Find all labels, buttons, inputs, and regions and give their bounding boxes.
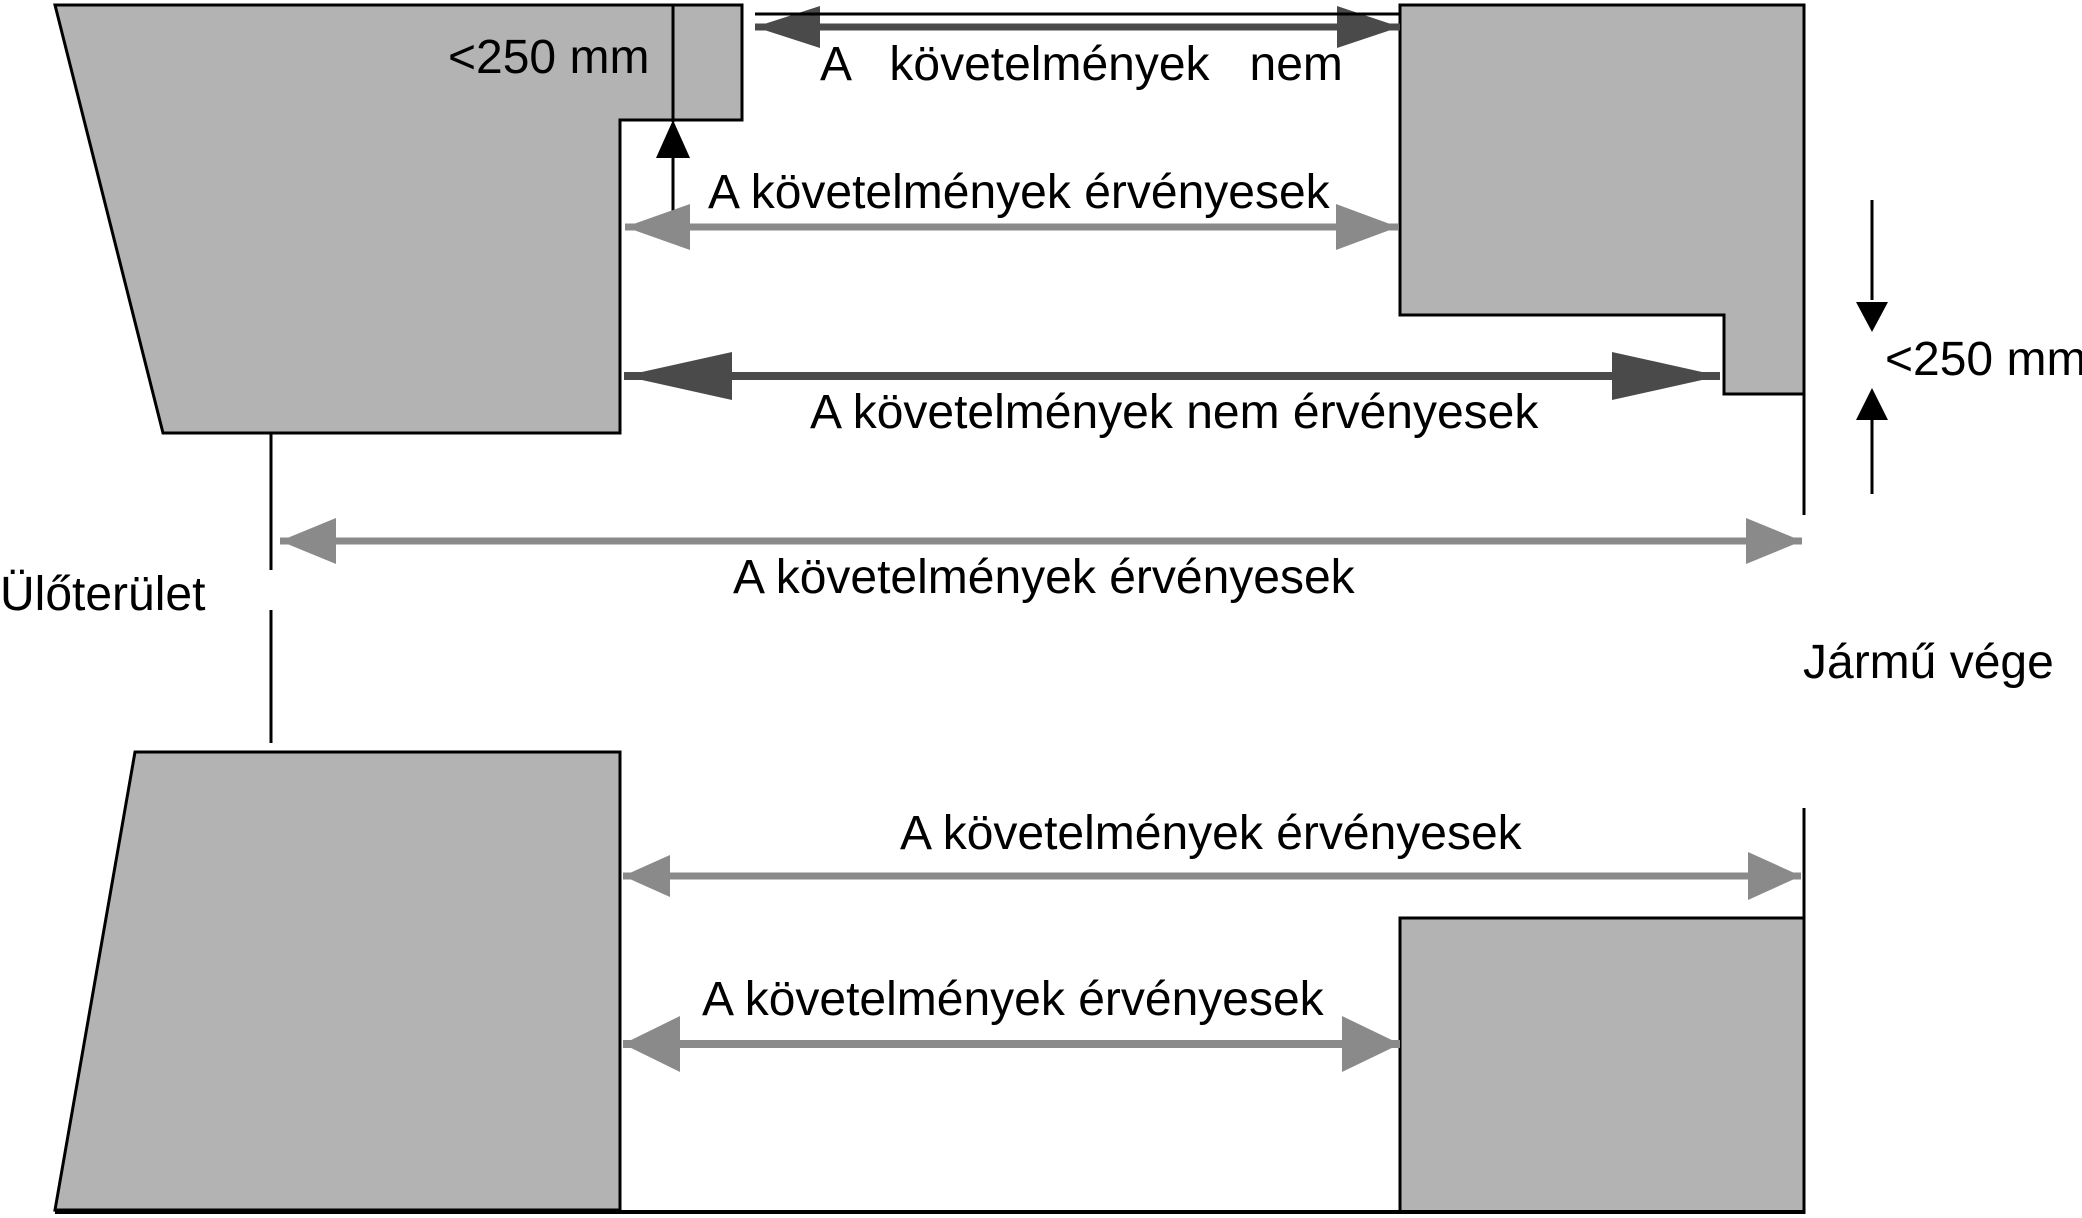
lower-vehicle-end-block (1398, 916, 1806, 1214)
upper-not-valid-arrowhead-left (624, 352, 732, 400)
upper-valid-arrowhead-left (625, 204, 690, 250)
vehicle-end-label: Jármű vége (1803, 636, 2054, 689)
lower-upper-valid-label: A követelmények érvényesek (900, 807, 1523, 860)
lower-upper-valid-arrowhead-right (1748, 852, 1801, 900)
upper-not-valid-arrowhead-right (1612, 352, 1720, 400)
right-dimension-arrowhead-down (1856, 302, 1888, 332)
lower-lower-valid-arrowhead-left (623, 1016, 680, 1072)
full-span-arrowhead-right (1746, 518, 1802, 564)
top-span-arrowhead-right (1337, 6, 1400, 48)
seating-area-label: Ülőterület (0, 568, 205, 621)
top-span-label: A követelmények nem (820, 38, 1343, 91)
top-left-dimension-label: <250 mm (448, 31, 649, 84)
right-dimension-label: <250 mm (1885, 333, 2082, 386)
full-span-label: A követelmények érvényesek (733, 551, 1356, 604)
left-dimension-arrowhead (656, 120, 690, 158)
upper-valid-label: A követelmények érvényesek (708, 166, 1331, 219)
lower-lower-valid-arrowhead-right (1342, 1016, 1400, 1072)
lower-lower-valid-label: A követelmények érvényesek (702, 973, 1325, 1026)
upper-not-valid-label: A követelmények nem érvényesek (810, 386, 1539, 439)
lower-upper-valid-arrowhead-left (623, 855, 670, 897)
upper-seat-block (53, 3, 744, 435)
full-span-arrowhead-left (280, 518, 336, 564)
right-dimension-arrowhead-up (1856, 388, 1888, 420)
lower-seat-block (53, 750, 622, 1212)
top-span-arrowhead-left (755, 6, 820, 48)
upper-vehicle-end-block (1398, 3, 1806, 396)
upper-valid-arrowhead-right (1336, 204, 1398, 250)
